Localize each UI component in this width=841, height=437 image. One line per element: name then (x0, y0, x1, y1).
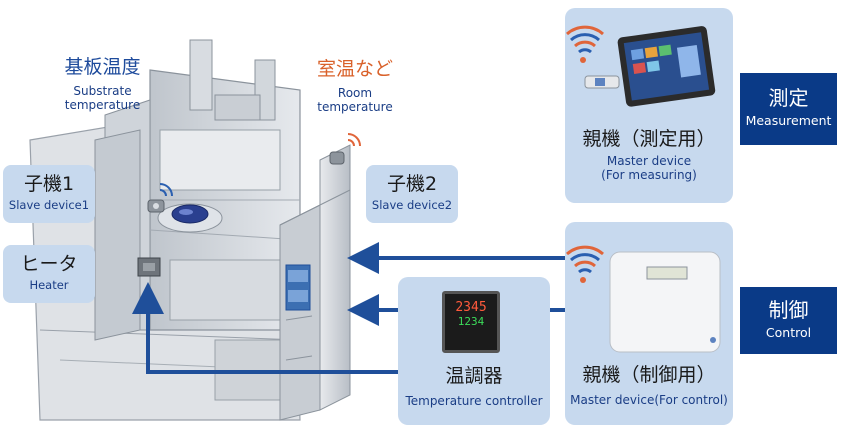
control-tag-en: Control (765, 325, 812, 340)
substrate-temp-jp: 基板温度 (64, 56, 141, 78)
master-measure-caption: 親機（測定用） Master device (For measuring) (565, 128, 733, 182)
temp-controller-panel: 2345 1234 温調器 Temperature controller (398, 277, 550, 425)
slave-device2-sensor (329, 133, 361, 165)
heater-en: Heater (29, 278, 69, 292)
control-tag-jp: 制御 (768, 298, 809, 322)
substrate-temp-title: 基板温度 Substrate temperature (40, 56, 165, 112)
tablet-device (566, 25, 716, 107)
heater-label: ヒータ Heater (3, 245, 95, 303)
master-measure-en2: (For measuring) (601, 168, 697, 182)
slave-device1-label: 子機1 Slave device1 (3, 165, 95, 223)
substrate-temp-en1: Substrate (73, 84, 132, 98)
room-temp-en2: temperature (317, 100, 393, 114)
substrate-disk (157, 203, 223, 233)
room-temp-title: 室温など Room temperature (300, 58, 410, 114)
master-measure-panel: 親機（測定用） Master device (For measuring) (565, 8, 733, 203)
measurement-tag-en: Measurement (745, 113, 832, 128)
temp-controller-caption: 温調器 Temperature controller (398, 365, 550, 408)
control-tag: 制御 Control (740, 287, 837, 354)
cabinet (279, 144, 351, 421)
chamber-body (29, 39, 301, 421)
master-measure-en1: Master device (606, 154, 692, 168)
temp-controller-device: 2345 1234 (442, 291, 500, 353)
slave-device2-label: 子機2 Slave device2 (366, 165, 458, 223)
arrow-to-heater (132, 282, 400, 374)
temp-controller-en: Temperature controller (405, 394, 543, 408)
wireless-icon (566, 245, 604, 283)
master-control-jp: 親機（制御用） (582, 364, 716, 386)
temp-controller-jp: 温調器 (445, 365, 503, 387)
heater-jp: ヒータ (20, 253, 78, 275)
room-temp-en1: Room (337, 86, 373, 100)
master-measure-jp: 親機（測定用） (582, 128, 716, 150)
substrate-temp-en2: temperature (64, 98, 141, 112)
room-temp-jp: 室温など (316, 58, 393, 80)
slave-device1-sensor (147, 183, 173, 213)
wireless-icon (566, 25, 604, 63)
heater-element (137, 257, 161, 277)
slave-device1-en: Slave device1 (8, 198, 90, 212)
master-control-caption: 親機（制御用） Master device(For control) (565, 364, 733, 407)
measurement-tag: 測定 Measurement (740, 73, 837, 145)
master-control-en: Master device(For control) (570, 393, 728, 407)
controller-display-top: 2345 (455, 300, 487, 315)
master-control-panel: 親機（制御用） Master device(For control) (565, 222, 733, 425)
slave-device2-jp: 子機2 (386, 173, 438, 195)
measurement-tag-jp: 測定 (768, 86, 809, 110)
control-box-device (566, 245, 721, 353)
usb-dongle (584, 75, 620, 89)
slave-device1-jp: 子機1 (23, 173, 75, 195)
controller-display-bottom: 1234 (457, 315, 485, 328)
slave-device2-en: Slave device2 (371, 198, 453, 212)
